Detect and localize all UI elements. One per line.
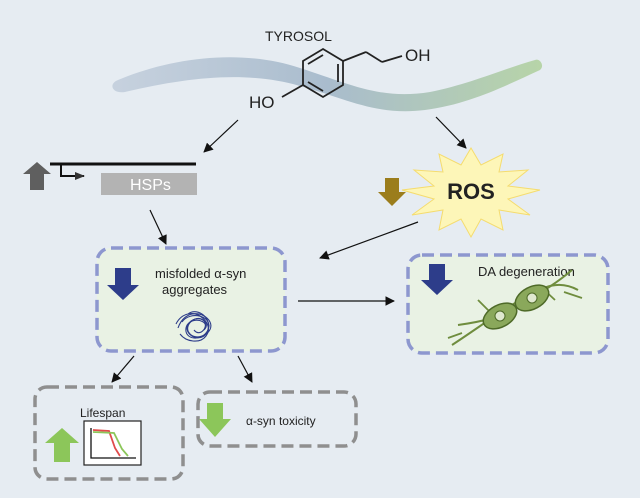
- promoter-icon: [60, 164, 85, 180]
- hsps-bar: [101, 173, 197, 195]
- ho-label: HO: [249, 93, 275, 112]
- da-label: DA degeneration: [478, 264, 575, 279]
- hsps-label: HSPs: [130, 177, 171, 194]
- oh-label: OH: [405, 46, 431, 65]
- up-arrow-lifespan: [45, 428, 79, 462]
- arrow-hsps-to-aggregates: [149, 209, 167, 245]
- arrow-to-ros: [435, 116, 467, 149]
- neurons-icon: [447, 269, 583, 346]
- arrow-to-toxicity: [237, 355, 253, 383]
- toxicity-box: [196, 390, 358, 448]
- survival-curve-icon: [83, 420, 142, 466]
- aggregates-box: [95, 246, 287, 353]
- up-arrow-hsps: [23, 162, 51, 190]
- down-arrow-aggregates: [107, 268, 139, 300]
- aggregate-tangle-icon: [175, 311, 212, 342]
- down-arrow-ros: [378, 178, 406, 206]
- aggregates-label-line1: misfolded α-syn: [155, 266, 246, 281]
- lifespan-box: [33, 385, 185, 481]
- ros-label: ROS: [447, 179, 495, 204]
- arrow-to-lifespan: [111, 355, 135, 383]
- tyrosol-molecule-icon: [281, 47, 403, 99]
- lifespan-label: Lifespan: [80, 406, 125, 420]
- down-arrow-toxicity: [199, 403, 231, 437]
- toxicity-label: α-syn toxicity: [246, 414, 316, 428]
- arrow-to-hsps: [203, 119, 239, 153]
- title: TYROSOL: [265, 28, 332, 44]
- arrow-ros-to-aggregates: [319, 221, 419, 260]
- aggregates-label-line2: aggregates: [162, 282, 228, 297]
- ros-burst-icon: [401, 147, 541, 239]
- worm-icon: [112, 57, 543, 112]
- down-arrow-da: [421, 264, 453, 295]
